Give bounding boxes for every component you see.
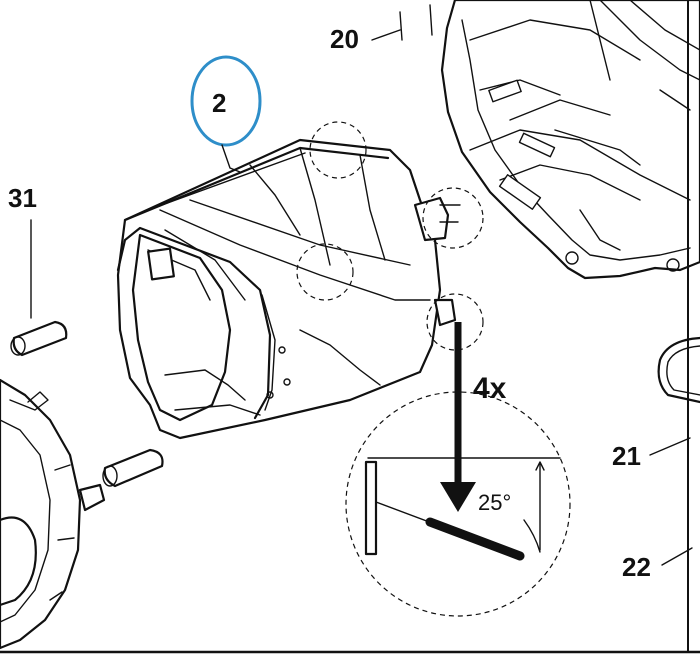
seal-ring-part-21 [657,336,700,404]
motor-housing-part-20 [440,0,700,280]
insertion-arrow [440,322,476,512]
callout-label-22: 22 [622,552,651,582]
callout-label-31: 31 [8,183,37,213]
pin-part-31-upper [10,320,68,357]
end-shield-part-left [0,378,106,650]
pin-part-31-lower [102,448,164,488]
leader-line-20 [371,29,401,41]
leader-line-21 [649,437,691,456]
quantity-annotation: 4x [473,372,507,405]
highlight-circle-part-2 [190,55,262,147]
callout-label-21: 21 [612,441,641,471]
callout-label-2: 2 [212,88,226,118]
housing-part-20-top-edge [399,4,433,41]
field-coil-part-2 [116,121,484,440]
callout-label-20: 20 [330,24,359,54]
brush-angle-detail [345,391,571,617]
leader-line-2 [221,144,241,173]
angle-annotation: 25° [478,490,511,515]
